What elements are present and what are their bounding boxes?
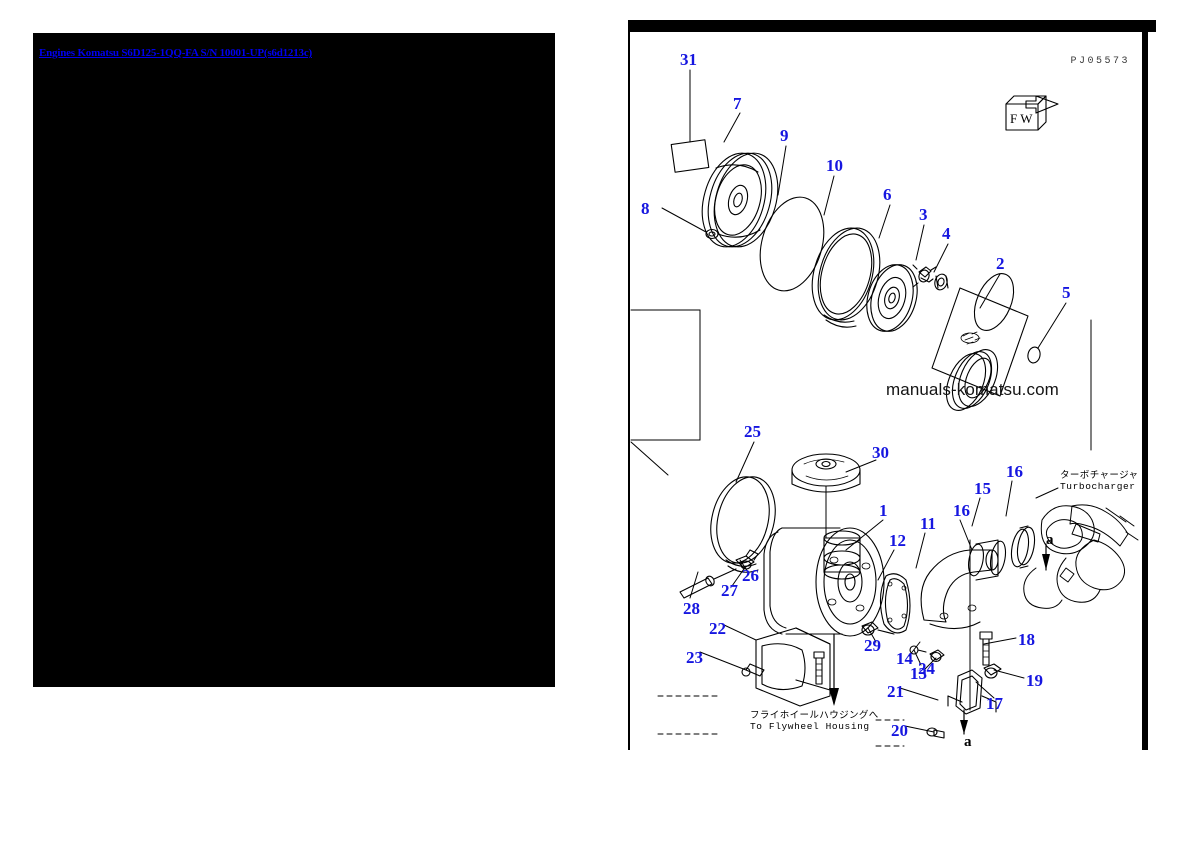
callout-7: 7 bbox=[733, 94, 742, 113]
diagram-right-rule bbox=[1142, 32, 1148, 750]
callout-22: 22 bbox=[709, 619, 726, 638]
callout-19: 19 bbox=[1026, 671, 1043, 690]
exploded-parts-drawing: F W bbox=[630, 69, 1139, 747]
callout-6: 6 bbox=[883, 185, 892, 204]
annotation-en-text: To Flywheel Housing bbox=[750, 721, 870, 732]
callout-13: 13 bbox=[910, 664, 927, 683]
callout-16: 16 bbox=[953, 501, 970, 520]
callout-29: 29 bbox=[864, 636, 881, 655]
callout-28: 28 bbox=[683, 599, 700, 618]
callout-12: 12 bbox=[889, 531, 906, 550]
callout-23: 23 bbox=[686, 648, 703, 667]
callout-14: 14 bbox=[896, 649, 913, 668]
callout-31: 31 bbox=[680, 50, 697, 69]
svg-text:F W: F W bbox=[1010, 111, 1033, 126]
callout-27: 27 bbox=[721, 581, 738, 600]
parts-diagram-panel: F W bbox=[628, 20, 1156, 750]
page-title-link[interactable]: Engines Komatsu S6D125-1QQ-FA S/N 10001-… bbox=[39, 47, 312, 59]
annotation-jp-text: ターボチャージャ bbox=[1060, 470, 1139, 481]
callout-26: 26 bbox=[742, 566, 759, 585]
callout-1: 1 bbox=[879, 501, 888, 520]
callout-4: 4 bbox=[942, 224, 951, 243]
callout-5: 5 bbox=[1062, 283, 1071, 302]
section-marker-a: a bbox=[964, 734, 972, 750]
diagram-top-bar bbox=[628, 20, 1156, 32]
annotation-jp-text: フライホイールハウジングへ bbox=[750, 710, 879, 721]
section-marker-a: a bbox=[1046, 532, 1054, 548]
callout-18: 18 bbox=[1018, 630, 1035, 649]
annotation-en-text: Turbocharger bbox=[1060, 481, 1136, 492]
watermark: manuals-komatsu.com bbox=[886, 380, 1059, 399]
callout-21: 21 bbox=[887, 682, 904, 701]
callout-24: 24 bbox=[918, 659, 935, 678]
callout-25: 25 bbox=[744, 422, 761, 441]
callout-17: 17 bbox=[986, 694, 1003, 713]
callout-20: 20 bbox=[891, 721, 908, 740]
callout-9: 9 bbox=[780, 126, 789, 145]
preview-panel: Engines Komatsu S6D125-1QQ-FA S/N 10001-… bbox=[33, 33, 555, 687]
callout-16: 16 bbox=[1006, 462, 1023, 481]
callout-8: 8 bbox=[641, 199, 650, 218]
callout-30: 30 bbox=[872, 443, 889, 462]
diagram-left-rule bbox=[628, 32, 630, 750]
callout-11: 11 bbox=[920, 514, 937, 533]
callout-2: 2 bbox=[996, 254, 1005, 273]
callout-10: 10 bbox=[826, 156, 843, 175]
callout-3: 3 bbox=[919, 205, 928, 224]
sheet-code: PJ05573 bbox=[1070, 56, 1130, 67]
callout-15: 15 bbox=[974, 479, 991, 498]
annotation-to-flywheel-housing: フライホイールハウジングへ To Flywheel Housing bbox=[750, 710, 879, 732]
annotation-turbocharger: ターボチャージャ Turbocharger bbox=[1060, 470, 1138, 492]
